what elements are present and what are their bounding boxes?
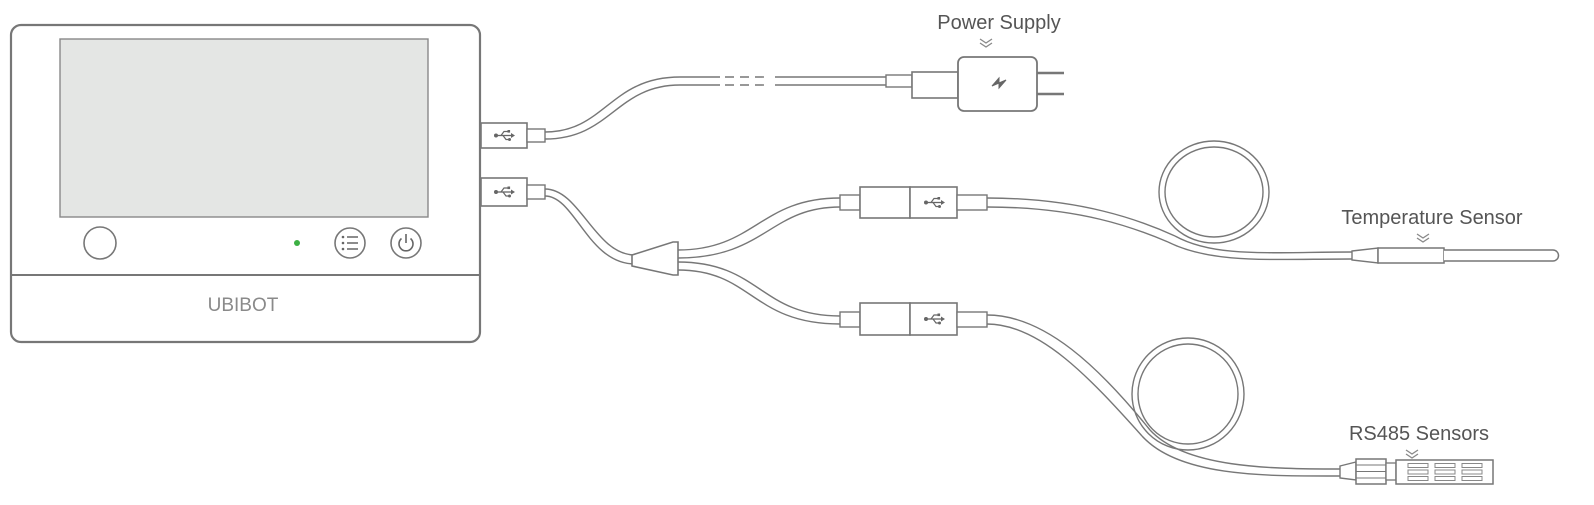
temperature-sensor-sleeve	[1377, 247, 1445, 264]
rs485-sensors-label: RS485 Sensors	[1349, 423, 1489, 445]
usb-plug-bottom	[526, 184, 546, 200]
usb-adapter-female	[859, 302, 911, 336]
ubibot-device: UBIBOT	[9, 23, 482, 344]
rs485-adapter	[839, 302, 988, 336]
round-button[interactable]	[83, 226, 117, 260]
temperature-sensor: Temperature Sensor	[1341, 207, 1560, 264]
rs485-sensor-vents	[1407, 463, 1483, 481]
lightning-icon	[991, 76, 1007, 90]
status-led	[294, 240, 300, 246]
splitter-cable	[480, 177, 841, 325]
device-screen	[59, 38, 429, 218]
temperature-sensor-cable	[986, 140, 1353, 261]
rs485-sensor-cable	[986, 314, 1341, 477]
usb-adapter-female	[859, 186, 911, 219]
power-cable	[480, 74, 913, 149]
power-plug-neck	[885, 74, 913, 88]
menu-icon	[341, 235, 358, 251]
rs485-sensor: RS485 Sensors	[1339, 423, 1494, 485]
temperature-adapter	[839, 186, 988, 219]
usb-plug-top	[526, 128, 546, 143]
power-supply: Power Supply	[911, 12, 1064, 112]
device-brand: UBIBOT	[208, 295, 279, 316]
temperature-sensor-label: Temperature Sensor	[1341, 207, 1523, 229]
temperature-sensor-pointer-icon	[1416, 233, 1430, 243]
power-icon	[398, 234, 414, 252]
power-supply-pointer-icon	[979, 38, 993, 48]
temperature-probe	[1444, 249, 1560, 262]
rs485-cable-loop	[1131, 337, 1245, 451]
menu-button[interactable]	[334, 227, 366, 259]
splitter-junction	[631, 241, 679, 276]
temperature-cable-loop	[1158, 140, 1270, 244]
power-supply-label: Power Supply	[937, 12, 1060, 34]
power-button[interactable]	[390, 227, 422, 259]
rs485-sensors-pointer-icon	[1405, 449, 1419, 459]
